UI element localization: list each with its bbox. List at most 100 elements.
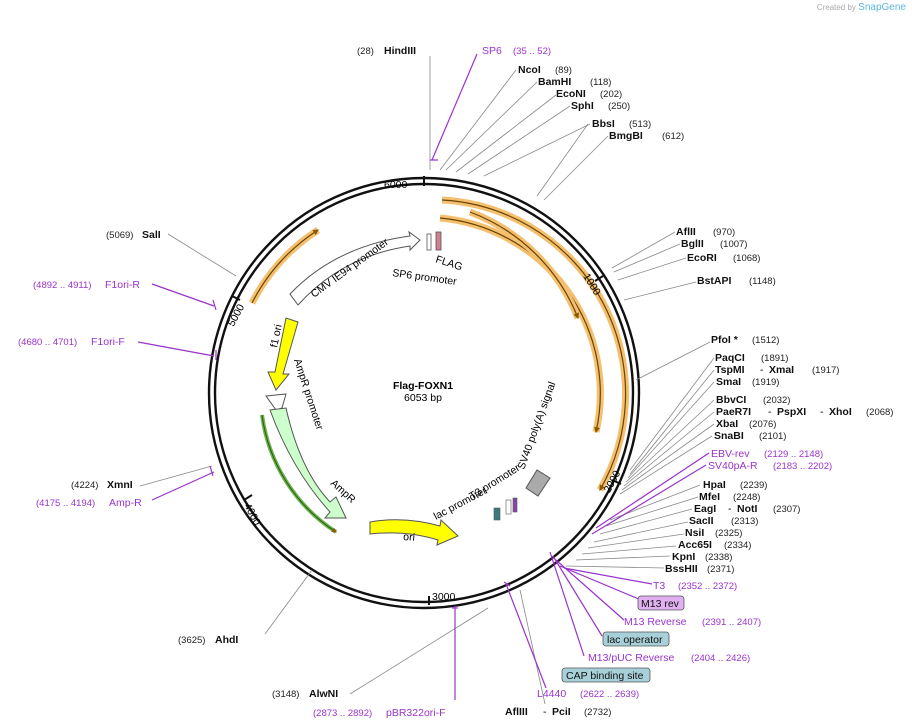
site-xbai-pos: (2076) bbox=[749, 419, 776, 430]
site-eagi-name[interactable]: EagI bbox=[694, 503, 716, 515]
site-noti-name[interactable]: NotI bbox=[737, 503, 757, 515]
primer-f1orif-range: (4680 .. 4701) bbox=[18, 337, 77, 348]
site-bamhi-name[interactable]: BamHI bbox=[538, 76, 571, 88]
site-xmni-pos: (4224) bbox=[71, 480, 98, 491]
primer-ampr-range: (4175 .. 4194) bbox=[36, 498, 95, 509]
site-aflii-name[interactable]: AflII bbox=[676, 226, 696, 238]
site-alwni-name[interactable]: AlwNI bbox=[309, 688, 338, 700]
primer-m13puc-range: (2404 .. 2426) bbox=[691, 653, 750, 664]
ampr-arrow bbox=[269, 407, 347, 519]
site-afliii-pos: (2732) bbox=[584, 707, 611, 718]
lac-promoter-mark bbox=[493, 507, 501, 521]
site-paer7i-pos: (2068) bbox=[866, 407, 893, 418]
site-eagi-pos: (2307) bbox=[773, 504, 800, 515]
site-snabi-pos: (2101) bbox=[759, 431, 786, 442]
site-bstapi-name[interactable]: BstAPI bbox=[697, 275, 732, 287]
site-afliii-name[interactable]: AflIII bbox=[505, 706, 528, 718]
primer-m13reverse-name[interactable]: M13 Reverse bbox=[624, 616, 687, 628]
ampr-promoter-arrow bbox=[265, 393, 287, 411]
site-bbsi-name[interactable]: BbsI bbox=[592, 118, 615, 130]
site-kpni-pos: (2338) bbox=[705, 552, 732, 563]
lac-operator-box[interactable] bbox=[602, 631, 670, 647]
primer-m13puc-name[interactable]: M13/pUC Reverse bbox=[588, 652, 675, 664]
ticks bbox=[231, 176, 622, 605]
site-bamhi-pos: (118) bbox=[590, 77, 611, 88]
site-mfei-name[interactable]: MfeI bbox=[699, 491, 720, 503]
site-afliii-sep: - bbox=[543, 706, 547, 718]
site-sacii-name[interactable]: SacII bbox=[689, 515, 714, 527]
primer-sv40pa-range: (2183 .. 2202) bbox=[773, 461, 832, 472]
primer-ebv-range: (2129 .. 2148) bbox=[764, 449, 823, 460]
primer-pbr322-name[interactable]: pBR322ori-F bbox=[386, 707, 446, 719]
primer-sv40pa-name[interactable]: SV40pA-R bbox=[708, 460, 758, 472]
lac-operator-mark bbox=[512, 497, 518, 513]
site-xbai-name[interactable]: XbaI bbox=[716, 418, 738, 430]
site-pfoi-pos: (1512) bbox=[752, 335, 779, 346]
site-econi-pos: (202) bbox=[600, 89, 622, 100]
primer-sp6-name[interactable]: SP6 bbox=[482, 45, 502, 57]
m13-rev-box[interactable] bbox=[637, 595, 685, 611]
sv40-polya-box bbox=[525, 469, 551, 497]
primer-ebv-name[interactable]: EBV-rev bbox=[711, 448, 750, 460]
site-acc65i-name[interactable]: Acc65I bbox=[678, 539, 712, 551]
ori-arrow bbox=[369, 518, 459, 546]
flag-label: FLAG bbox=[434, 253, 464, 273]
tick-label-6000: 6000 bbox=[384, 179, 408, 191]
site-paqci-pos: (1891) bbox=[761, 353, 788, 364]
site-alwni-pos: (3148) bbox=[272, 689, 299, 700]
cmv-promoter-arrow bbox=[289, 230, 421, 306]
site-pfoi-name[interactable]: PfoI * bbox=[711, 334, 739, 346]
site-snabi-name[interactable]: SnaBI bbox=[714, 430, 744, 442]
site-hindiii-name[interactable]: HindIII bbox=[384, 45, 416, 57]
primer-f1orif-name[interactable]: F1ori-F bbox=[91, 336, 125, 348]
site-acc65i-pos: (2334) bbox=[724, 540, 751, 551]
site-smai-name[interactable]: SmaI bbox=[716, 376, 741, 388]
site-tspmi-pos: (1917) bbox=[812, 365, 839, 376]
site-kpni-name[interactable]: KpnI bbox=[672, 551, 695, 563]
plasmid-name: Flag-FOXN1 bbox=[393, 380, 453, 392]
site-bbvci-name[interactable]: BbvCI bbox=[716, 394, 746, 406]
site-mfei-pos: (2248) bbox=[733, 492, 760, 503]
sv40-polya-label: SV40 poly(A) signal bbox=[516, 380, 559, 471]
site-hpai-name[interactable]: HpaI bbox=[703, 479, 726, 491]
site-xmai-name[interactable]: XmaI bbox=[769, 364, 794, 376]
site-bstapi-pos: (1148) bbox=[749, 276, 776, 287]
site-xmni-name[interactable]: XmnI bbox=[107, 479, 133, 491]
tick-label-5000: 5000 bbox=[226, 302, 248, 328]
site-nsii-name[interactable]: NsiI bbox=[685, 527, 704, 539]
primer-l4440-range: (2622 .. 2639) bbox=[580, 689, 639, 700]
primer-ampr-name[interactable]: Amp-R bbox=[109, 497, 142, 509]
ampr-orf-arc bbox=[260, 414, 338, 534]
lac-operator-box-label: lac operator bbox=[607, 634, 663, 646]
site-bsshii-name[interactable]: BssHII bbox=[665, 563, 698, 575]
site-pcii-name[interactable]: PciI bbox=[552, 706, 571, 718]
site-sali-name[interactable]: SalI bbox=[142, 229, 161, 241]
site-tspmi-name[interactable]: TspMI bbox=[715, 364, 745, 376]
tick-label-3000: 3000 bbox=[432, 591, 456, 603]
credit-prefix: Created by bbox=[816, 3, 856, 12]
site-paer7i-name[interactable]: PaeR7I bbox=[716, 406, 751, 418]
site-ncoi-name[interactable]: NcoI bbox=[518, 64, 541, 76]
lac-promoter-label: lac promoter bbox=[432, 484, 490, 522]
credit: Created by SnapGene bbox=[817, 2, 906, 13]
site-pspxi-name[interactable]: PspXI bbox=[777, 406, 806, 418]
site-xhoi-name[interactable]: XhoI bbox=[829, 406, 852, 418]
site-sphi-name[interactable]: SphI bbox=[571, 100, 594, 112]
site-hindiii-pos: (28) bbox=[357, 46, 374, 57]
site-econi-name[interactable]: EcoNI bbox=[556, 88, 586, 100]
m13-rev-box-label: M13 rev bbox=[641, 598, 680, 610]
site-paqci-name[interactable]: PaqCI bbox=[715, 352, 745, 364]
f1-ori-label: f1 ori bbox=[268, 323, 285, 348]
cap-binding-site-box[interactable] bbox=[561, 667, 651, 683]
primer-f1orir-name[interactable]: F1ori-R bbox=[105, 279, 140, 291]
site-ecori-name[interactable]: EcoRI bbox=[687, 252, 717, 264]
site-bmgbi-name[interactable]: BmgBI bbox=[609, 130, 643, 142]
site-ncoi-pos: (89) bbox=[555, 65, 572, 76]
site-bsshii-pos: (2371) bbox=[707, 564, 734, 575]
site-ahdi-name[interactable]: AhdI bbox=[215, 634, 238, 646]
primer-l4440-name[interactable]: L4440 bbox=[537, 688, 566, 700]
primer-t3-name[interactable]: T3 bbox=[653, 580, 665, 592]
site-bglii-name[interactable]: BglII bbox=[681, 238, 704, 250]
site-ecori-pos: (1068) bbox=[733, 253, 760, 264]
